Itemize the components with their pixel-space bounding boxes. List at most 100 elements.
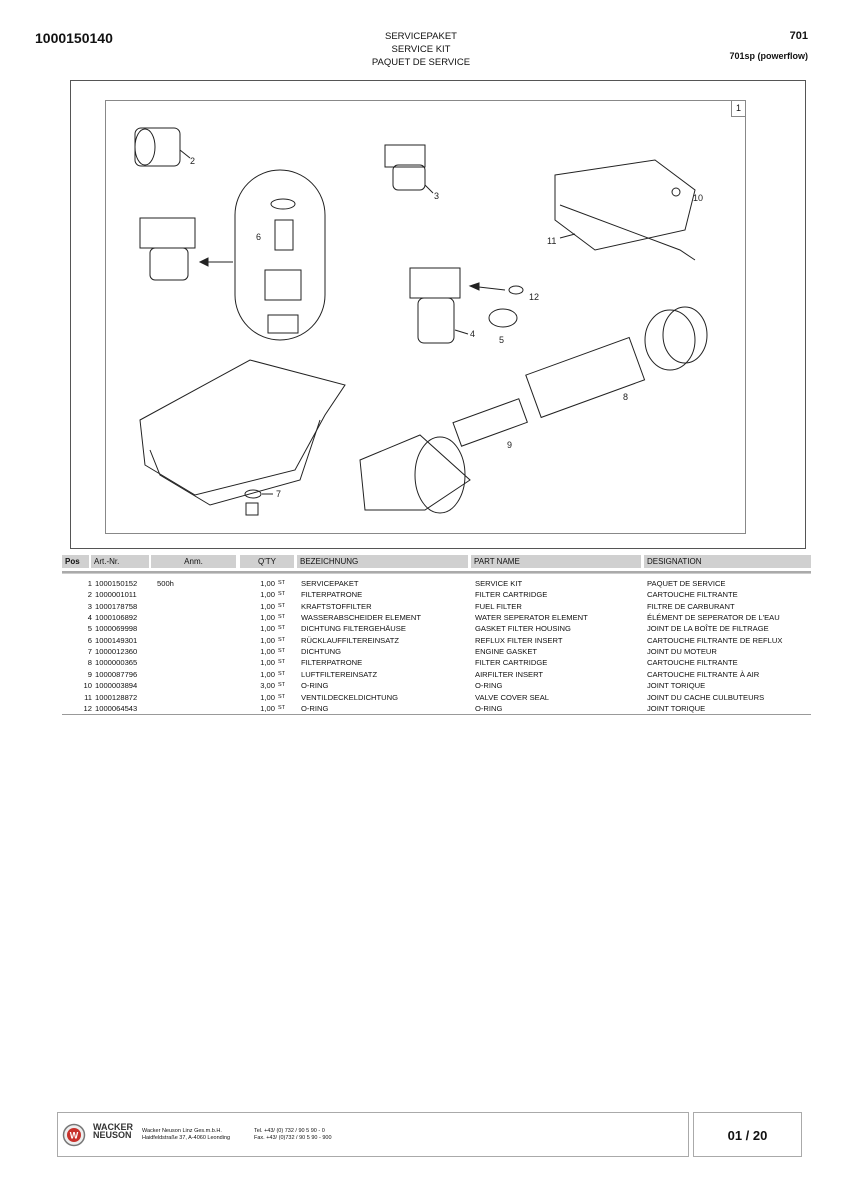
cell-unit: ST: [278, 648, 286, 655]
callout-12: 12: [529, 292, 539, 302]
cell-qty: 1,00: [260, 624, 275, 634]
callout-11: 11: [547, 236, 556, 246]
title-en: SERVICE KIT: [391, 44, 451, 55]
cell-fr: ÉLÉMENT DE SEPERATOR DE L'EAU: [647, 613, 780, 623]
callout-3: 3: [434, 191, 439, 201]
cell-qty: 1,00: [260, 692, 275, 702]
cell-anm: 500h: [157, 579, 174, 588]
cell-qty: 1,00: [260, 590, 275, 600]
column-header-part-name: PART NAME: [471, 555, 641, 568]
cell-en: FUEL FILTER: [475, 601, 522, 611]
gasket-part-5: [488, 308, 518, 328]
column-header-designation: DESIGNATION: [644, 555, 811, 568]
filter-housing: [139, 217, 233, 281]
cell-unit: ST: [278, 693, 286, 700]
cell-pos: 1: [87, 579, 92, 588]
cell-de: RÜCKLAUFFILTEREINSATZ: [301, 635, 400, 645]
column-header-anm: Anm.: [151, 555, 236, 568]
callout-4: 4: [470, 329, 475, 339]
cell-de: FILTERPATRONE: [301, 658, 363, 668]
cell-art: 1000012360: [95, 647, 138, 657]
cell-de: KRAFTSTOFFILTER: [301, 601, 372, 611]
cell-fr: CARTOUCHE FILTRANTE: [647, 590, 738, 600]
cell-en: ENGINE GASKET: [475, 647, 538, 657]
cell-pos: 4: [87, 613, 92, 623]
callout-7: 7: [276, 489, 281, 499]
cell-qty: 1,00: [260, 703, 275, 713]
cell-qty: 3,00: [260, 681, 275, 691]
cell-pos: 3: [87, 601, 92, 611]
exploded-view-drawing: [105, 100, 746, 534]
svg-text:W: W: [70, 1131, 79, 1141]
o-ring-part-12: [508, 285, 524, 295]
fuel-filter-part-3: [384, 144, 434, 194]
water-separator-part-4: [409, 267, 469, 344]
page-number: 01 / 20: [693, 1112, 802, 1157]
column-header-art-nr: Art.-Nr.: [91, 555, 149, 568]
cell-fr: FILTRE DE CARBURANT: [647, 601, 735, 611]
cell-qty: 1,00: [260, 613, 275, 623]
air-filter-insert-part-9: [452, 398, 528, 447]
cell-en: SERVICE KIT: [475, 579, 523, 588]
logo-text-wacker: WACKER: [93, 1122, 133, 1132]
column-header-pos: Pos: [62, 555, 89, 568]
cell-unit: ST: [278, 614, 286, 621]
cell-unit: ST: [278, 704, 286, 711]
cell-art: 1000150152: [95, 579, 138, 588]
valve-cover-part-11: [554, 159, 696, 261]
cell-unit: ST: [278, 636, 286, 643]
cell-fr: JOINT DU MOTEUR: [647, 647, 717, 657]
cell-unit: ST: [278, 625, 286, 632]
cell-fr: CARTOUCHE FILTRANTE DE REFLUX: [647, 635, 783, 645]
phone: Tel. +43/ (0) 732 / 90 5 90 - 0: [254, 1128, 325, 1134]
cell-qty: 1,00: [260, 647, 275, 657]
cell-art: 1000003894: [95, 681, 138, 691]
callout-2: 2: [190, 156, 195, 166]
cell-fr: JOINT DE LA BOÎTE DE FILTRAGE: [647, 624, 769, 634]
cell-de: O-RING: [301, 681, 329, 691]
cell-unit: ST: [278, 591, 286, 598]
document-number: 1000150140: [35, 30, 113, 46]
o-ring-part-10: [671, 187, 681, 197]
callout-6: 6: [256, 232, 261, 242]
cell-pos: 2: [87, 590, 92, 600]
cell-unit: ST: [278, 682, 286, 689]
cell-en: VALVE COVER SEAL: [475, 692, 549, 702]
gasket-part-7: [244, 489, 273, 516]
column-header-bezeichnung: BEZEICHNUNG: [297, 555, 468, 568]
cell-art: 1000106892: [95, 613, 138, 623]
detail-bubble: [234, 169, 326, 341]
cell-pos: 12: [83, 703, 92, 713]
cell-en: GASKET FILTER HOUSING: [475, 624, 571, 634]
cell-qty: 1,00: [260, 601, 275, 611]
cell-de: VENTILDECKELDICHTUNG: [301, 692, 399, 702]
cell-en: FILTER CARTRIDGE: [475, 590, 548, 600]
model-name: 701sp (powerflow): [729, 51, 808, 61]
cell-de: LUFTFILTEREINSATZ: [301, 669, 378, 679]
cell-art: 1000064543: [95, 703, 138, 713]
company-address: Haidfeldstraße 37, A-4060 Leonding: [142, 1135, 231, 1141]
cell-de: DICHTUNG: [301, 647, 342, 657]
cell-qty: 1,00: [260, 579, 275, 588]
cell-art: 1000087796: [95, 669, 138, 679]
table-bottom-line: [62, 714, 811, 715]
cell-unit: ST: [278, 580, 286, 586]
cell-de: DICHTUNG FILTERGEHÄUSE: [301, 624, 406, 634]
cell-pos: 7: [87, 647, 92, 657]
fax: Fax. +43/ (0)732 / 90 5 90 - 900: [254, 1135, 332, 1141]
reflux-filter-part-6: [264, 198, 302, 334]
cell-en: WATER SEPERATOR ELEMENT: [475, 613, 588, 623]
cell-en: REFLUX FILTER INSERT: [475, 635, 563, 645]
title-fr: PAQUET DE SERVICE: [371, 57, 471, 68]
cell-fr: CARTOUCHE FILTRANTE: [647, 658, 738, 668]
cell-fr: PAQUET DE SERVICE: [647, 579, 726, 588]
